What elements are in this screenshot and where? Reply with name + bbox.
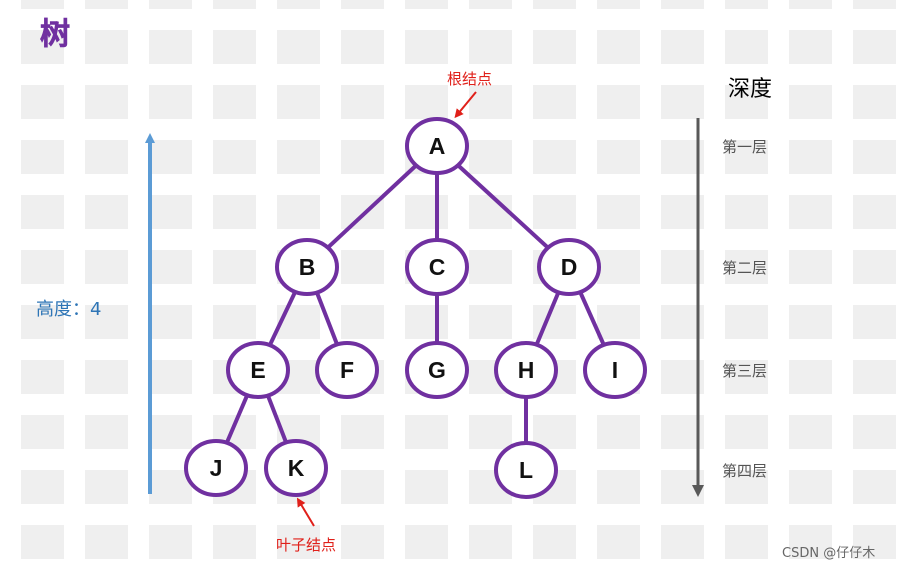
node-circle — [275, 238, 339, 296]
node-circle — [405, 341, 469, 399]
tree-node-a: A — [405, 117, 469, 175]
node-circle — [494, 441, 558, 499]
depth-level-4: 第四层 — [722, 462, 767, 480]
node-circle — [264, 439, 328, 497]
tree-node-g: G — [405, 341, 469, 399]
root-annotation-arrow — [454, 91, 477, 119]
node-label: I — [612, 357, 618, 383]
diagram-title: 树 — [40, 17, 70, 52]
node-circle — [315, 341, 379, 399]
node-circle — [537, 238, 601, 296]
node-circle — [583, 341, 647, 399]
tree-node-i: I — [583, 341, 647, 399]
node-label: B — [299, 254, 316, 280]
height-label: 高度：4 — [36, 299, 101, 320]
tree-node-k: K — [264, 439, 328, 497]
depth-title: 深度 — [728, 77, 772, 102]
node-label: G — [428, 357, 446, 383]
node-label: D — [561, 254, 578, 280]
tree-node-j: J — [184, 439, 248, 497]
node-label: C — [429, 254, 446, 280]
tree-node-l: L — [494, 441, 558, 499]
tree-node-e: E — [226, 341, 290, 399]
tree-nodes: A B C D E F G H I J K L — [184, 117, 647, 499]
tree-node-b: B — [275, 238, 339, 296]
root-annotation: 根结点 — [447, 70, 492, 88]
depth-level-3: 第三层 — [722, 362, 767, 380]
leaf-annotation: 叶子结点 — [276, 536, 336, 554]
node-label: F — [340, 357, 354, 383]
node-circle — [405, 117, 469, 175]
tree-node-d: D — [537, 238, 601, 296]
tree-node-c: C — [405, 238, 469, 296]
tree-edges — [214, 144, 617, 470]
node-label: A — [429, 133, 446, 159]
node-circle — [405, 238, 469, 296]
node-label: E — [250, 357, 265, 383]
tree-node-f: F — [315, 341, 379, 399]
node-label: J — [210, 455, 223, 481]
tree-node-h: H — [494, 341, 558, 399]
depth-level-2: 第二层 — [722, 259, 767, 277]
node-label: K — [288, 455, 305, 481]
watermark: CSDN @仔仔木 — [782, 546, 875, 561]
node-circle — [494, 341, 558, 399]
leaf-annotation-arrow — [296, 497, 315, 527]
node-circle — [184, 439, 248, 497]
node-label: L — [519, 457, 533, 483]
node-circle — [226, 341, 290, 399]
node-label: H — [518, 357, 535, 383]
depth-level-1: 第一层 — [722, 138, 767, 156]
